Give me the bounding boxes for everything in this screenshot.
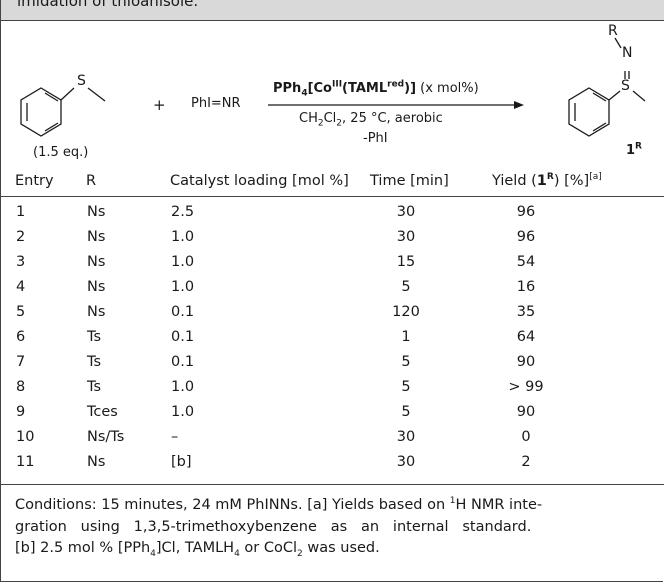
scheme-structures bbox=[20, 37, 646, 137]
cell-entry: 8 bbox=[16, 379, 26, 395]
cell-entry: 10 bbox=[16, 429, 35, 445]
table-row: 2 Ns 1.0 30 96 bbox=[1, 227, 664, 248]
table-row: 3 Ns 1.0 15 54 bbox=[1, 252, 664, 273]
cell-yield: 2 bbox=[521, 454, 531, 470]
cell-r: Ns bbox=[87, 204, 106, 220]
cell-yield: 96 bbox=[516, 204, 536, 220]
cell-yield: 54 bbox=[516, 254, 536, 270]
table-row: 10 Ns/Ts – 30 0 bbox=[1, 427, 664, 448]
cell-yield: 35 bbox=[516, 304, 536, 320]
cell-yield: 0 bbox=[521, 429, 531, 445]
cell-time: 5 bbox=[401, 354, 411, 370]
cell-entry: 2 bbox=[16, 229, 26, 245]
cell-r: Ts bbox=[87, 354, 102, 370]
cell-entry: 1 bbox=[16, 204, 26, 220]
cell-time: 5 bbox=[401, 279, 411, 295]
plus-sign: + bbox=[153, 96, 166, 114]
product-label: 1R bbox=[626, 141, 642, 158]
footer-rule bbox=[1, 484, 664, 485]
cell-time: 30 bbox=[396, 454, 416, 470]
reactant-sulfur-atom: S bbox=[77, 73, 86, 89]
cell-catalyst: 2.5 bbox=[171, 204, 195, 220]
cell-time: 5 bbox=[401, 379, 411, 395]
reaction-scheme: S (1.5 eq.) + PhI=NR PPh4[CoIII(TAMLred)… bbox=[1, 21, 664, 169]
cell-entry: 11 bbox=[16, 454, 35, 470]
cell-r: Ns bbox=[87, 229, 106, 245]
cell-catalyst: 1.0 bbox=[171, 229, 195, 245]
reactant-amount: (1.5 eq.) bbox=[33, 145, 89, 160]
header-catalyst-loading: Catalyst loading [mol %] bbox=[170, 173, 349, 189]
table-row: 6 Ts 0.1 1 64 bbox=[1, 327, 664, 348]
cell-r: Ns bbox=[87, 454, 106, 470]
cell-r: Ns/Ts bbox=[87, 429, 125, 445]
cell-catalyst: 1.0 bbox=[171, 279, 195, 295]
table-row: 8 Ts 1.0 5 > 99 bbox=[1, 377, 664, 398]
header-r: R bbox=[86, 173, 97, 189]
cell-catalyst: 1.0 bbox=[171, 379, 195, 395]
table-row: 7 Ts 0.1 5 90 bbox=[1, 352, 664, 373]
footnote-line-2: gration using 1,3,5-trimethoxybenzene as… bbox=[15, 518, 532, 535]
cell-time: 5 bbox=[401, 404, 411, 420]
cell-catalyst: 0.1 bbox=[171, 304, 195, 320]
cell-r: Ns bbox=[87, 254, 106, 270]
cell-catalyst: 0.1 bbox=[171, 354, 195, 370]
header-time: Time [min] bbox=[370, 173, 449, 189]
cell-r: Ns bbox=[87, 304, 106, 320]
cell-yield: 90 bbox=[516, 354, 536, 370]
cell-entry: 6 bbox=[16, 329, 26, 345]
cell-time: 15 bbox=[396, 254, 416, 270]
footnote-line-1: Conditions: 15 minutes, 24 mM PhINNs. [a… bbox=[15, 496, 543, 513]
catalyst-label: PPh4[CoIII(TAMLred)] (x mol%) bbox=[273, 79, 479, 99]
cell-yield: 16 bbox=[516, 279, 536, 295]
header-yield: Yield (1R) [%][a] bbox=[492, 172, 602, 189]
cell-r: Ts bbox=[87, 379, 102, 395]
product-sulfur-atom: S bbox=[621, 78, 630, 94]
cell-time: 30 bbox=[396, 204, 416, 220]
byproduct-label: -PhI bbox=[363, 131, 388, 146]
header-rule bbox=[1, 196, 664, 197]
header-entry: Entry bbox=[15, 173, 54, 189]
cell-catalyst: [b] bbox=[171, 454, 192, 470]
cell-time: 30 bbox=[396, 429, 416, 445]
cell-catalyst: 1.0 bbox=[171, 404, 195, 420]
cell-catalyst: 1.0 bbox=[171, 254, 195, 270]
iminoiodinane-reagent: PhI=NR bbox=[191, 96, 241, 111]
cell-entry: 3 bbox=[16, 254, 26, 270]
cell-yield: 64 bbox=[516, 329, 536, 345]
table-row: 1 Ns 2.5 30 96 bbox=[1, 202, 664, 223]
table-row: 4 Ns 1.0 5 16 bbox=[1, 277, 664, 298]
cell-yield: > 99 bbox=[508, 379, 544, 395]
caption-text: imidation of thioanisole. bbox=[17, 0, 199, 10]
table-footnote: Conditions: 15 minutes, 24 mM PhINNs. [a… bbox=[15, 495, 655, 560]
table-row: 11 Ns [b] 30 2 bbox=[1, 452, 664, 473]
cell-time: 120 bbox=[392, 304, 420, 320]
cell-time: 30 bbox=[396, 229, 416, 245]
caption-rule bbox=[1, 20, 664, 21]
solvent-conditions: CH2Cl2, 25 °C, aerobic bbox=[299, 111, 443, 129]
table-caption: imidation of thioanisole. bbox=[1, 0, 664, 20]
cell-catalyst: 0.1 bbox=[171, 329, 195, 345]
cell-time: 1 bbox=[401, 329, 411, 345]
cell-r: Ts bbox=[87, 329, 102, 345]
product-r-group: R bbox=[608, 23, 618, 39]
cell-yield: 90 bbox=[516, 404, 536, 420]
cell-r: Tces bbox=[87, 404, 118, 420]
cell-r: Ns bbox=[87, 279, 106, 295]
cell-catalyst: – bbox=[171, 429, 179, 445]
table-row: 9 Tces 1.0 5 90 bbox=[1, 402, 664, 423]
table-row: 5 Ns 0.1 120 35 bbox=[1, 302, 664, 323]
thioanisole-structure bbox=[20, 87, 106, 137]
cell-yield: 96 bbox=[516, 229, 536, 245]
cell-entry: 4 bbox=[16, 279, 26, 295]
cell-entry: 7 bbox=[16, 354, 26, 370]
reaction-arrow bbox=[268, 101, 524, 109]
product-nitrogen-atom: N bbox=[622, 45, 633, 61]
cell-entry: 5 bbox=[16, 304, 26, 320]
product-structure bbox=[568, 37, 646, 137]
cell-entry: 9 bbox=[16, 404, 26, 420]
footnote-line-3: [b] 2.5 mol % [PPh4]Cl, TAMLH4 or CoCl2 … bbox=[15, 540, 380, 559]
